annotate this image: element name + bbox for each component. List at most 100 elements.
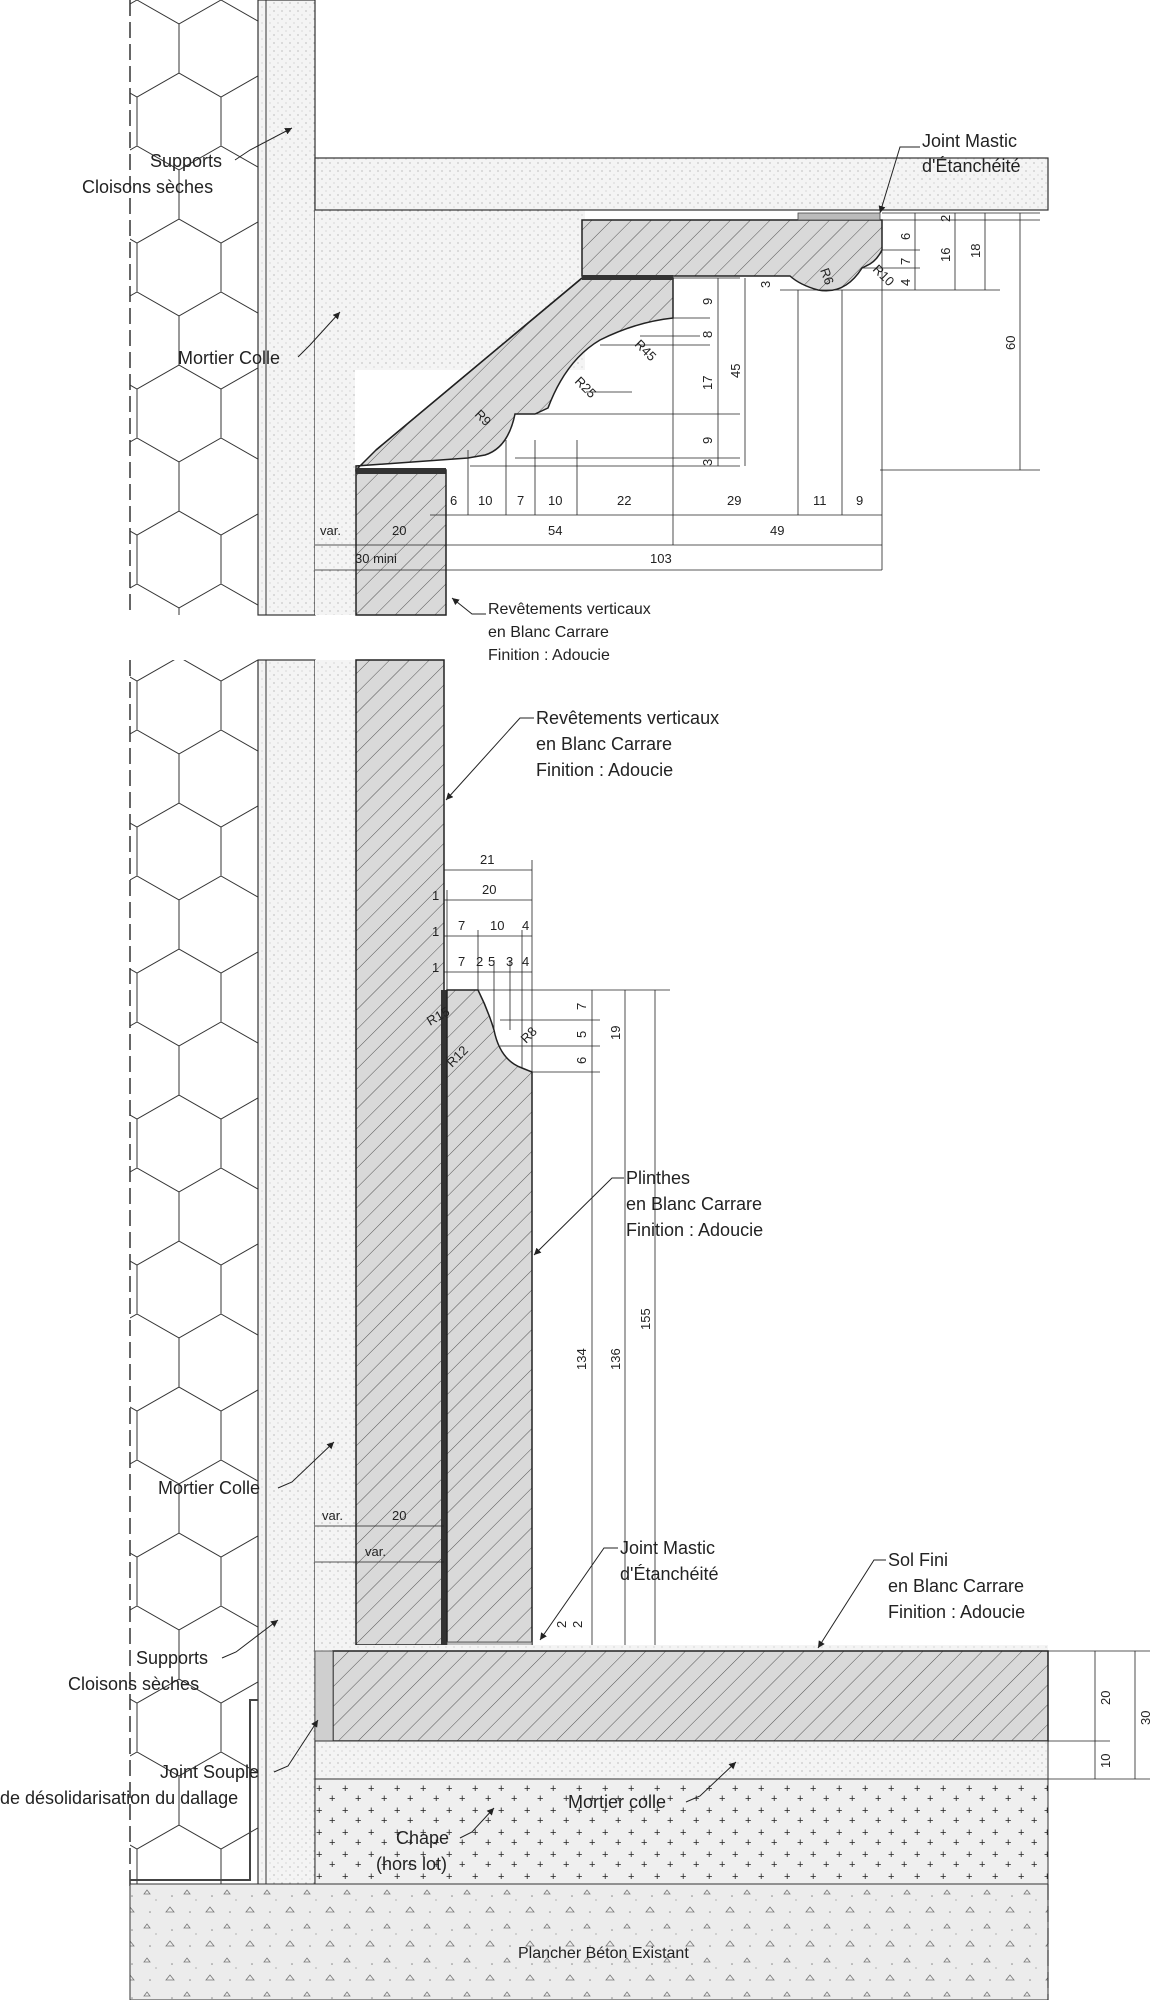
dim-1-c: 1 [432,960,439,975]
label-mortier-bottom: Mortier Colle [158,1478,260,1498]
radius-r6: R6 [817,266,837,287]
dim-18-right: 18 [968,244,983,258]
dim-f30: 30 [1138,1711,1153,1725]
label-supports-bottom-2: Cloisons sèches [68,1674,199,1694]
dim-h9: 9 [856,493,863,508]
dim-4-right: 4 [898,279,913,286]
label-chape-2: (hors lot) [376,1854,447,1874]
dim-1-a: 1 [432,888,439,903]
label-revetements-small-3: Finition : Adoucie [488,647,610,664]
dim-h22: 22 [617,493,631,508]
dim-v136: 136 [608,1348,623,1370]
dim-v19: 19 [608,1026,623,1040]
dim-30-mini: 30 mini [355,551,397,566]
radius-r25: R25 [572,374,599,401]
floor-mortar-strip [315,1645,1048,1651]
dim-2: 2 [476,954,483,969]
label-sol-fini-2: en Blanc Carrare [888,1576,1024,1596]
dim-h54: 54 [548,523,562,538]
dim-h29: 29 [727,493,741,508]
dim-20-bottom: 20 [392,1508,406,1523]
dim-7-right: 7 [898,258,913,265]
dim-60-right: 60 [1003,336,1018,350]
label-revetements-2: en Blanc Carrare [536,734,672,754]
dim-v2-b: 2 [570,1621,585,1628]
finished-floor [332,1650,1049,1742]
cornice-lower-profile [355,277,674,472]
dim-h7: 7 [517,493,524,508]
screed-chape [314,1778,1049,1885]
dim-4-a: 4 [522,918,529,933]
label-joint-souple-2: de désolidarisation du dallage [0,1788,238,1808]
dim-8: 8 [700,331,715,338]
plinth-profile [446,989,533,1646]
dim-5: 5 [488,954,495,969]
label-joint-mastic-1: Joint Mastic [620,1538,715,1558]
insulation-panel-bottom [130,660,258,1890]
label-revetements-small-2: en Blanc Carrare [488,624,609,641]
mortar-top [315,210,355,615]
label-supports-top-1: Supports [150,151,222,171]
label-joint-mastic-2: d'Étanchéité [620,1564,719,1584]
label-sol-fini-3: Finition : Adoucie [888,1602,1025,1622]
dim-7-b: 7 [458,954,465,969]
label-plinthes-2: en Blanc Carrare [626,1194,762,1214]
dim-45: 45 [728,364,743,378]
mastic-joint-top [797,212,881,221]
dim-9-upper: 9 [700,298,715,305]
dim-v6: 6 [574,1057,589,1064]
label-revetements-3: Finition : Adoucie [536,760,673,780]
dim-v134: 134 [574,1348,589,1370]
label-mortier-top: Mortier Colle [178,348,280,368]
label-joint-souple-1: Joint Souple [160,1762,259,1782]
dim-10: 10 [490,918,504,933]
dim-1-b: 1 [432,924,439,939]
label-supports-bottom-1: Supports [136,1648,208,1668]
label-chape-1: Chape [396,1828,449,1848]
label-revetements-small-1: Revêtements verticaux [488,601,651,618]
radius-r45: R45 [632,337,659,364]
dim-20-top: 20 [482,882,496,897]
dim-h11: 11 [813,493,827,508]
floor-mortar [314,1740,1049,1780]
dim-v2-a: 2 [554,1621,569,1628]
label-plinthes-3: Finition : Adoucie [626,1220,763,1240]
dim-h103: 103 [650,551,672,566]
dim-var-top: var. [320,523,341,538]
label-sol-fini-1: Sol Fini [888,1550,948,1570]
dim-2-right: 2 [938,215,953,222]
radius-r10: R10 [870,262,897,289]
dim-var-a: var. [322,1508,343,1523]
label-plancher-beton: Plancher Béton Existant [518,1945,689,1962]
dim-v155: 155 [638,1308,653,1330]
support-board-top [257,0,316,616]
concrete-slab [129,1883,1049,2000]
label-mortier-colle: Mortier colle [568,1792,666,1812]
ceiling-slab [314,157,1049,211]
dim-6-right: 6 [898,233,913,240]
dim-h20-top: 20 [392,523,406,538]
dim-9-lower: 9 [700,437,715,444]
vertical-cladding [355,659,445,1646]
label-supports-top-2: Cloisons sèches [82,177,213,197]
cornice-right-dimensions [780,212,1040,471]
support-board-bottom [257,659,316,1891]
cornice-upper-block [581,219,883,292]
dim-v5: 5 [574,1031,589,1038]
dim-h10a: 10 [478,493,492,508]
dim-var-b: var. [365,1544,386,1559]
joint-souple [314,1650,334,1742]
dim-v7: 7 [574,1003,589,1010]
mortar-bottom [315,660,355,1645]
dim-7-a: 7 [458,918,465,933]
dim-3-upper: 3 [758,281,773,288]
skirting-detail: Revêtements verticaux en Blanc Carrare F… [0,659,1153,2000]
label-joint-mastic-top-1: Joint Mastic [922,131,1017,151]
dim-f20: 20 [1098,1691,1113,1705]
dim-3: 3 [506,954,513,969]
label-joint-mastic-top-2: d'Étanchéité [922,156,1021,176]
label-plinthes-1: Plinthes [626,1168,690,1188]
dim-h49: 49 [770,523,784,538]
label-revetements-1: Revêtements verticaux [536,708,719,728]
